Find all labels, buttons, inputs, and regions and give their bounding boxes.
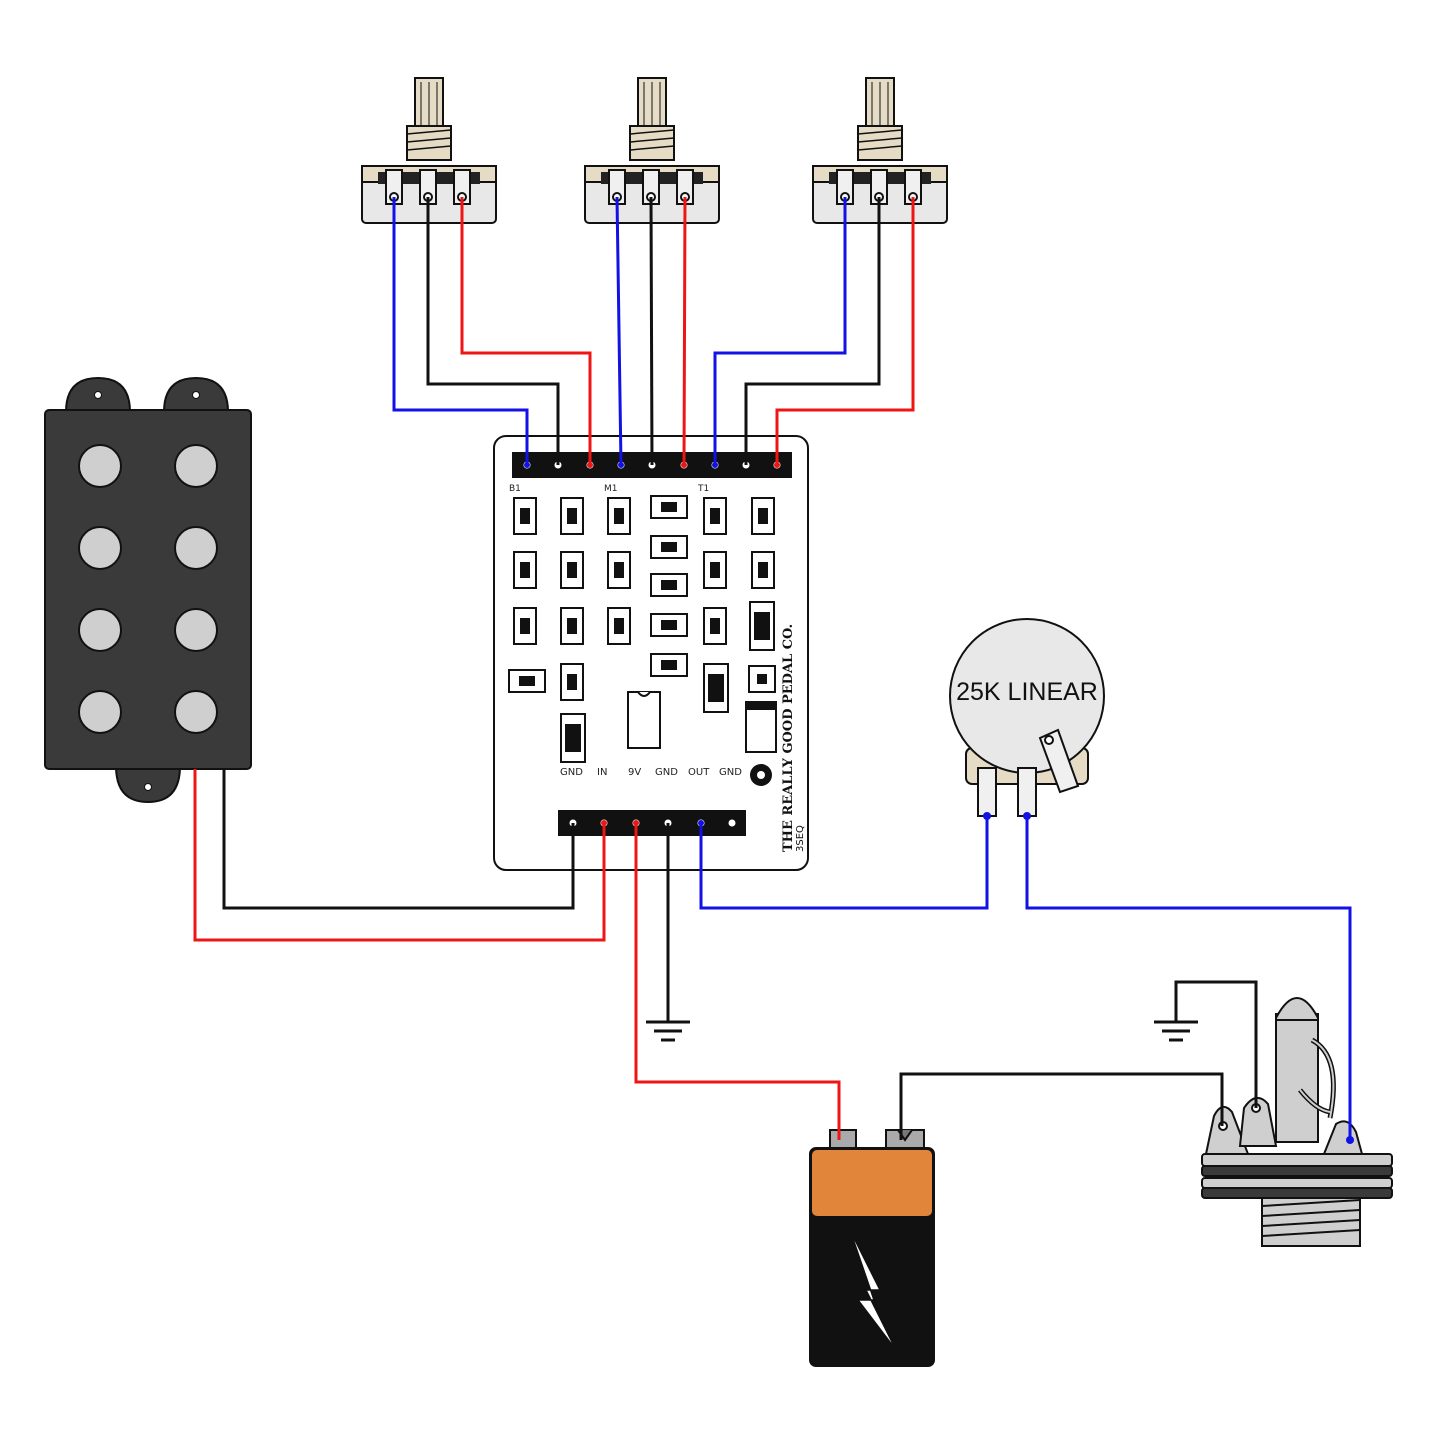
wire-pickup-red (193, 769, 606, 942)
wire-mid-red (682, 196, 687, 466)
volume-pot-label: 25K LINEAR (956, 678, 1098, 706)
wire-pickup-black (222, 769, 575, 910)
brand-label: THE REALLY GOOD PEDAL CO. (781, 624, 796, 852)
wire-bass-black (426, 197, 560, 465)
pin-label-b1: B1 (509, 484, 521, 494)
svg-text:9V: 9V (628, 767, 641, 778)
eq-circuit-board: B1 M1 T1 (493, 435, 809, 871)
wire-bass-red (460, 197, 592, 465)
svg-text:GND: GND (560, 767, 583, 778)
9v-battery (809, 1129, 935, 1367)
pole-pieces (78, 444, 218, 734)
wire-vol-blue (1025, 816, 1352, 1140)
wire-jack-gnd (1174, 980, 1258, 1108)
pin-label-m1: M1 (604, 484, 618, 494)
wire-battery-black (899, 1072, 1224, 1140)
wire-out-blue (699, 816, 989, 910)
svg-text:IN: IN (597, 767, 607, 778)
wire-treble-black (744, 197, 881, 465)
wire-treble-blue (713, 197, 847, 465)
ground-symbol-icon (1154, 1020, 1198, 1042)
wire-9v-red (634, 823, 841, 1140)
model-label: 3SEQ (795, 825, 806, 852)
wires (193, 196, 1352, 1140)
output-jack (1201, 997, 1393, 1247)
wire-mid-blue (615, 196, 623, 466)
volume-pot: 25K LINEAR (949, 618, 1105, 817)
bottom-pin-labels: GND IN 9V GND OUT GND (560, 767, 742, 778)
ground-symbol-icon (646, 1020, 690, 1042)
wire-bass-blue (392, 197, 529, 465)
wire-treble-red (775, 197, 915, 465)
wire-mid-black (649, 196, 654, 466)
svg-text:GND: GND (719, 767, 742, 778)
svg-text:OUT: OUT (688, 767, 710, 778)
bass-pickup (44, 376, 252, 804)
lightning-bolt-icon (849, 1229, 897, 1351)
pin-label-t1: T1 (697, 484, 709, 494)
svg-text:GND: GND (655, 767, 678, 778)
